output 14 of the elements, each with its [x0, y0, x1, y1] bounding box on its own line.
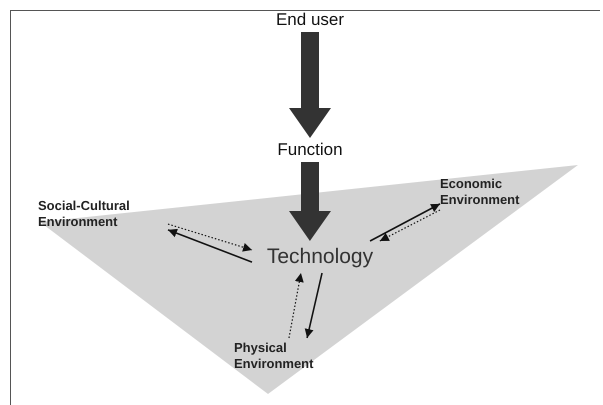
node-label: Function: [277, 139, 343, 162]
arrow: [370, 203, 440, 242]
arrow: [168, 224, 252, 252]
arrow: [288, 272, 304, 338]
node-label: End user: [276, 9, 344, 32]
arrow: [304, 272, 323, 338]
node-label: Social-Cultural Environment: [38, 198, 131, 230]
block-arrow: [289, 162, 331, 241]
arrow: [168, 228, 252, 263]
node-label: Economic Environment: [440, 176, 520, 208]
block-arrow: [289, 32, 331, 138]
node-label: Technology: [266, 244, 374, 270]
node-label: Physical Environment: [234, 340, 314, 372]
arrow: [380, 209, 440, 242]
